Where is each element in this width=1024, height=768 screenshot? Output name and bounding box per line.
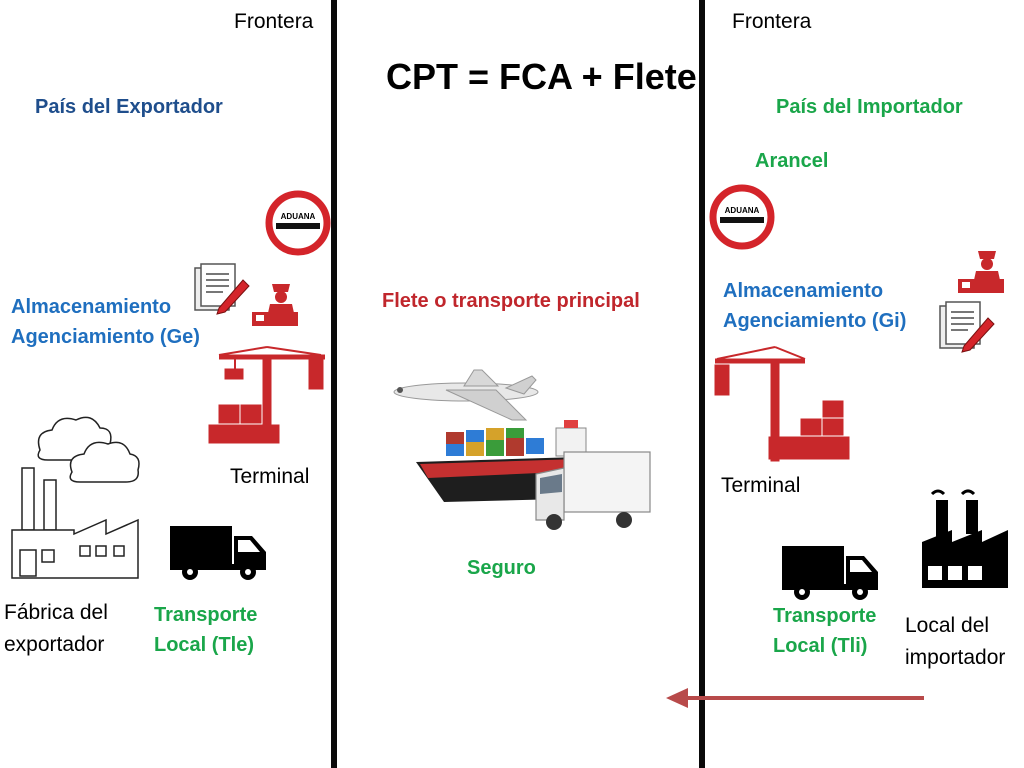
storage-right-line1: Almacenamiento [723,280,884,302]
storage-left-label: Almacenamiento Agenciamiento (Ge) [11,292,200,352]
documents-pen-left-icon [194,263,250,315]
main-freight-label: Flete o transporte principal [382,290,640,312]
exporter-country-label: País del Exportador [35,96,223,118]
exporter-factory-line1: Fábrica del [4,601,108,624]
insurance-label: Seguro [467,557,536,579]
storage-right-line2: Agenciamiento (Gi) [723,310,907,332]
importer-premises-line1: Local del [905,614,990,637]
storage-right-label: Almacenamiento Agenciamiento (Gi) [723,276,906,336]
aduana-right-text: ADUANA [725,206,760,215]
page-title: CPT = FCA + Flete [386,56,697,97]
terminal-right-label: Terminal [721,474,801,497]
exporter-factory-icon [11,416,140,579]
aduana-left-text: ADUANA [281,212,316,221]
storage-left-line2: Agenciamiento (Ge) [11,326,200,348]
border-line-left [331,0,337,768]
importer-premises-label: Local del importador [905,610,1005,673]
local-truck-left-icon [170,526,266,580]
airplane-icon [393,369,539,421]
local-transport-right-label: Transporte Local (Tli) [773,601,876,661]
customs-officer-right-icon [958,251,1004,293]
local-transport-left-label: Transporte Local (Tle) [154,600,257,660]
customs-sign-right-icon: ADUANA [709,184,775,250]
arancel-label: Arancel [755,150,829,172]
local-transport-right-line2: Local (Tli) [773,635,868,657]
frontera-right-label: Frontera [732,10,812,33]
border-line-right [699,0,705,768]
importer-country-label: País del Importador [776,96,963,118]
local-transport-right-line1: Transporte [773,605,877,627]
customs-officer-left-icon [252,284,298,326]
cargo-truck-icon [535,451,651,530]
exporter-factory-line2: exportador [4,632,105,656]
local-transport-left-line2: Local (Tle) [154,634,255,656]
storage-left-line1: Almacenamiento [11,296,172,318]
customs-sign-left-icon: ADUANA [265,190,331,256]
port-crane-right-icon [714,346,850,462]
main-transport-illustration [393,369,651,530]
exporter-factory-label: Fábrica del exportador [4,597,108,660]
documents-pen-right-icon [939,301,995,353]
port-crane-left-icon [208,346,325,444]
flow-arrow-left-icon [666,688,924,708]
local-transport-left-line1: Transporte [154,604,258,626]
local-truck-right-icon [782,546,878,600]
importer-factory-icon [922,489,1008,588]
importer-premises-line2: importador [905,645,1006,669]
frontera-left-label: Frontera [234,10,314,33]
terminal-left-label: Terminal [230,465,310,488]
